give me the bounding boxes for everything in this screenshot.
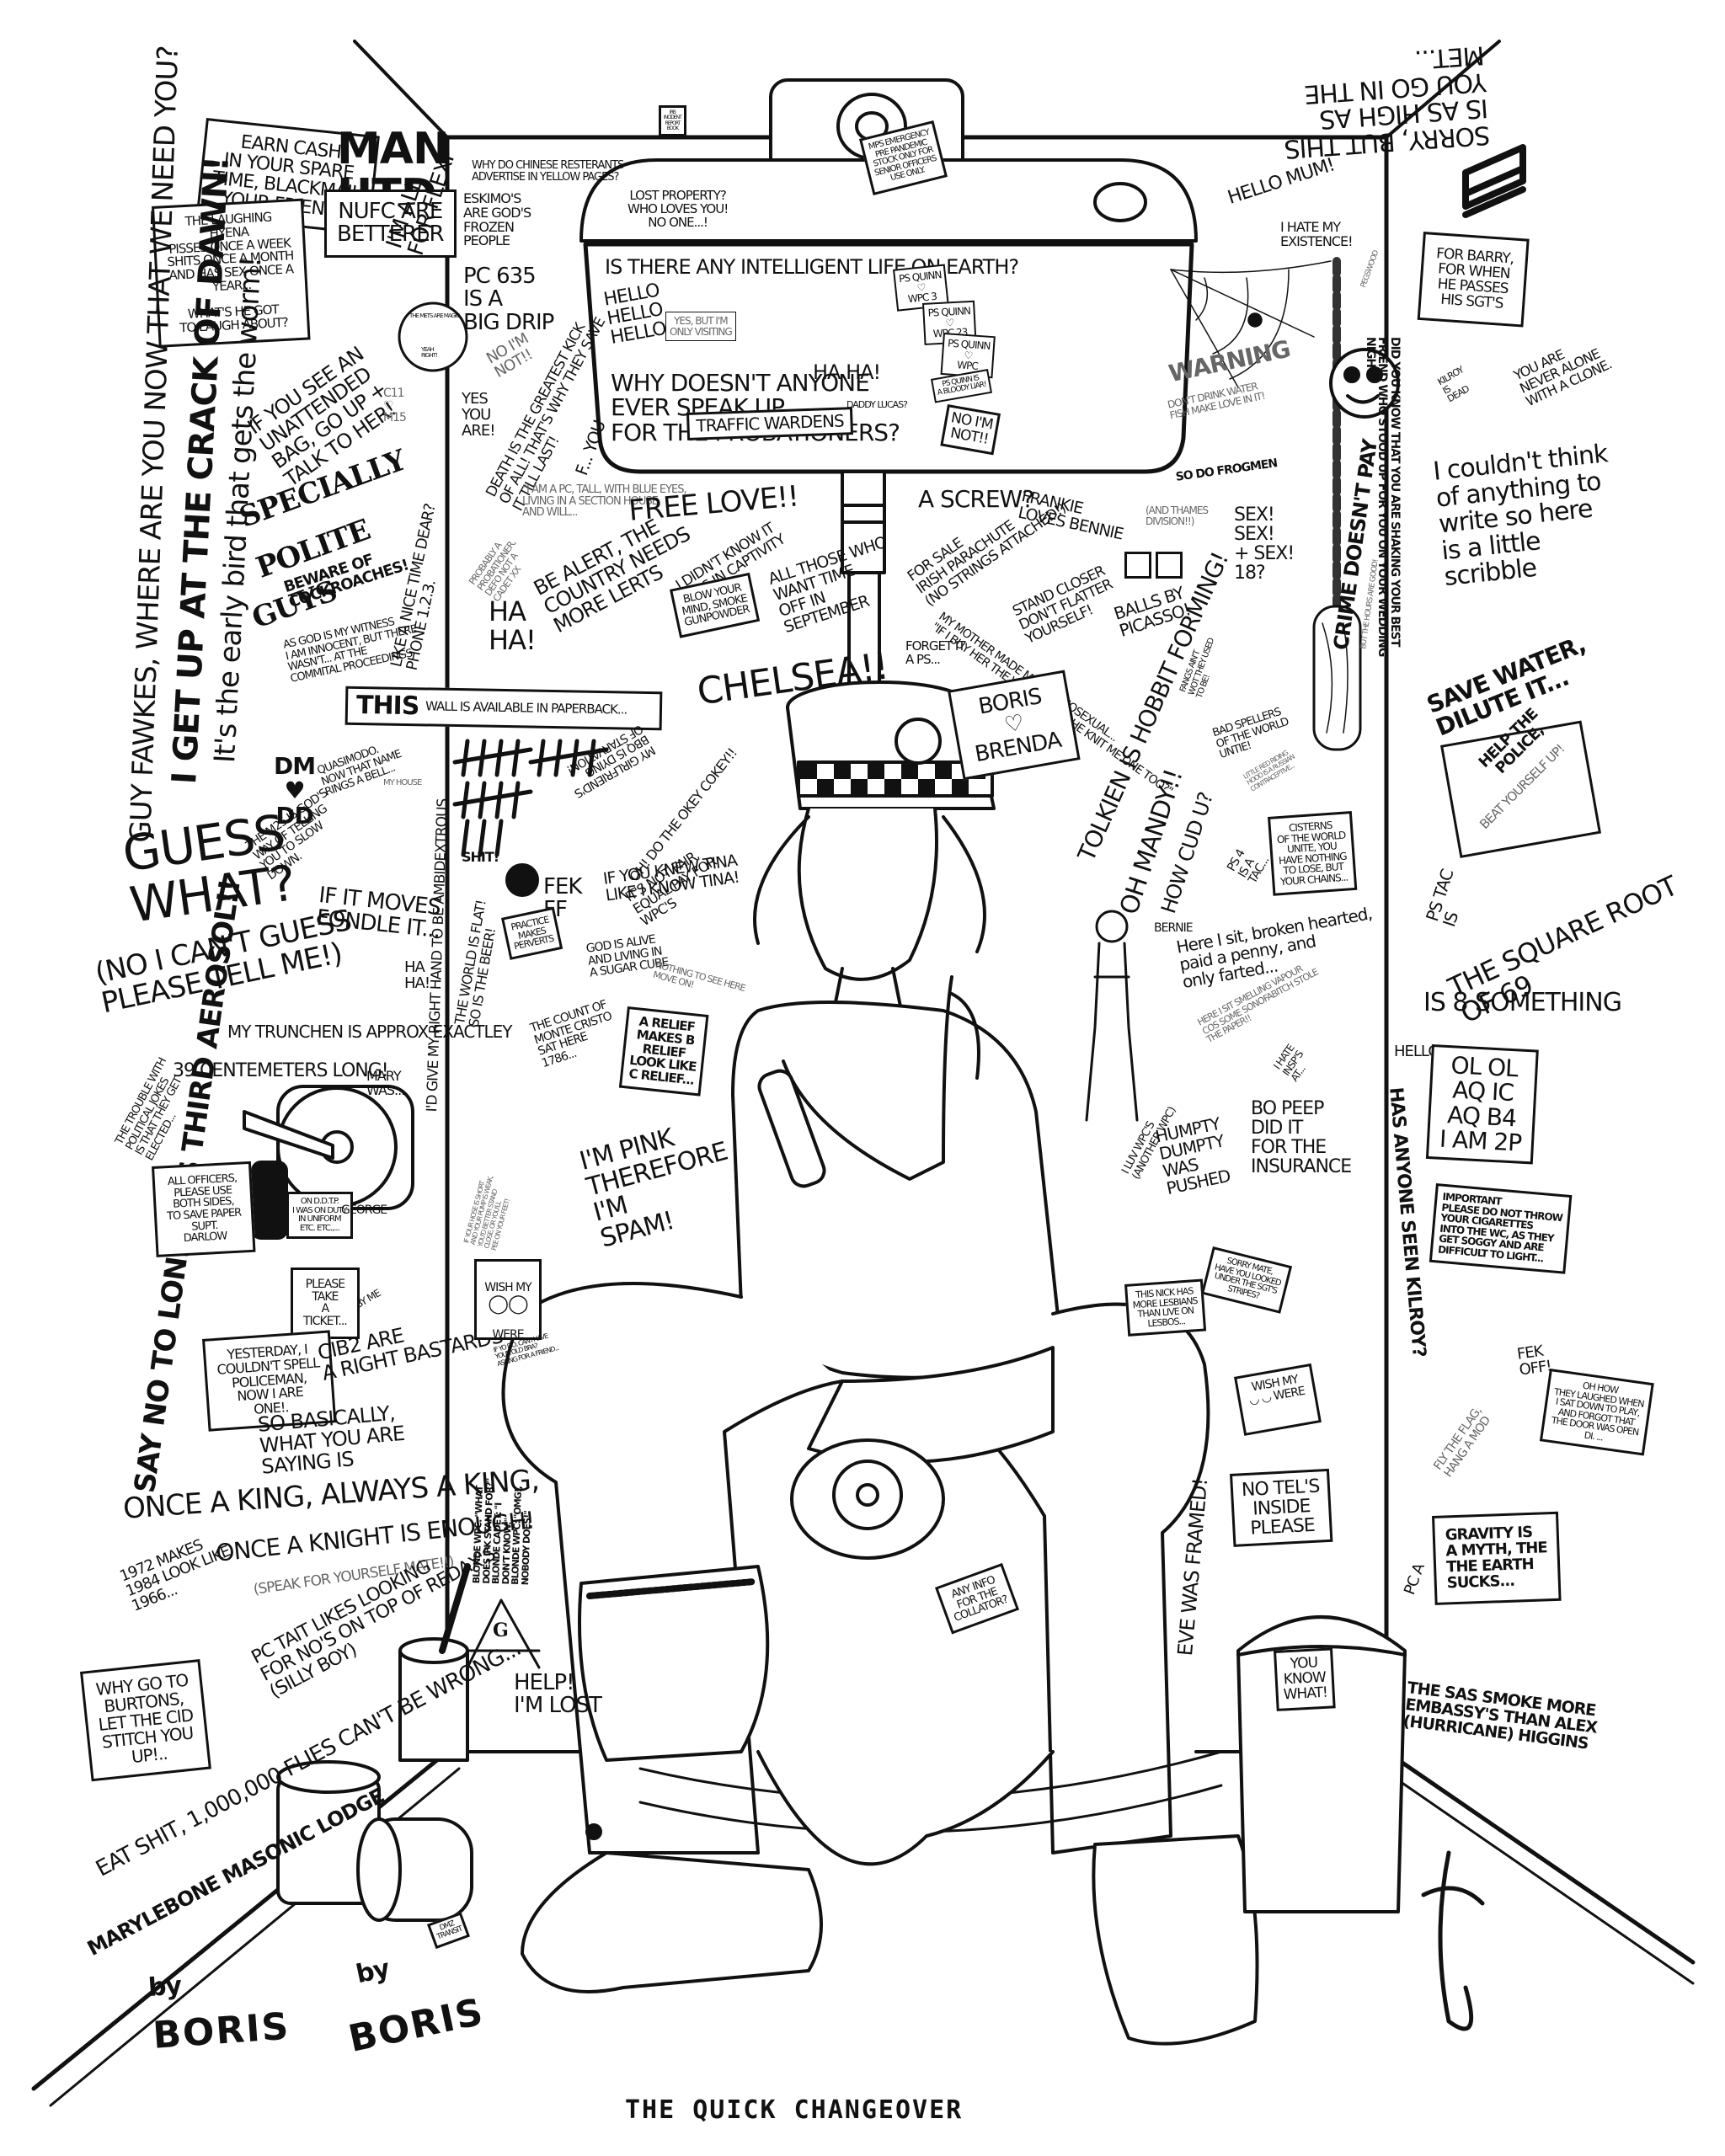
smiley-face [1329, 348, 1400, 419]
graffiti-my-house: MY HOUSE [383, 778, 422, 787]
note-you-know-what: YOU KNOW WHAT! [1274, 1647, 1336, 1711]
graffiti-scribble: I couldn't think of anything to write so… [1431, 439, 1609, 593]
graffiti-ha-ha-left: HA HA! [404, 958, 430, 992]
eyes-icon: ◯◯ [488, 1293, 528, 1315]
graffiti-fek-off: FEK OFF! [1515, 1342, 1552, 1380]
were-label: WERE [492, 1328, 524, 1342]
banner-this: THIS [355, 690, 419, 722]
note-lesbos: THIS NICK HAS MORE LESBIANS THAN LIVE ON… [1124, 1278, 1206, 1337]
cistern-ha-ha: HA HA! [813, 360, 881, 384]
graffiti-pc635: PC 635 IS A BIG DRIP [463, 264, 554, 335]
spider-icon [585, 1823, 602, 1840]
cistern-intelligent-life: IS THERE ANY INTELLIGENT LIFE ON EARTH? [605, 255, 1019, 279]
cistern-traffic-wardens: TRAFFIC WARDENS [686, 407, 854, 440]
signature-by-2: by [353, 1953, 393, 1990]
graffiti-george: GEORGE [341, 1203, 387, 1217]
note-nufc: NUFC ARE BETTERER [324, 189, 457, 258]
note-help-police: HELP THE POLICE, BEAT YOURSELF UP! [1440, 705, 1602, 858]
graffiti-trunchen: MY TRUNCHEN IS APPROX EXACTLEY [227, 1022, 513, 1042]
graffiti-sex: SEX! SEX! + SEX! 18? [1234, 504, 1295, 584]
cistern-daddy-lucas: DADDY LUCAS? [846, 399, 908, 410]
graffiti-bo-peep: BO PEEP DID IT FOR THE INSURANCE [1251, 1098, 1352, 1178]
caption-title: THE QUICK CHANGEOVER [625, 2095, 964, 2125]
badge-mets-text: THE METS ARE MAGIC [409, 312, 460, 319]
note-important-cigarettes: IMPORTANT PLEASE DO NOT THROW YOUR CIGAR… [1429, 1183, 1573, 1274]
graffiti-hello-right: HELLO [1394, 1043, 1439, 1060]
note-all-officers: ALL OFFICERS, PLEASE USE BOTH SIDES, TO … [152, 1161, 256, 1257]
tally-marks [452, 739, 609, 857]
masonic-g-letter: G [493, 1620, 509, 1641]
flush-chain [1312, 257, 1362, 751]
signature-by-1: by [147, 1971, 183, 2003]
graffiti-bernie: BERNIE [1154, 921, 1194, 935]
spider-web [1170, 260, 1332, 388]
note-relief: A RELIEF MAKES B RELIEF LOOK LIKE C RELI… [618, 1006, 709, 1097]
policewoman-figure [501, 680, 1259, 2046]
graffiti-yes-you-are: YES YOU ARE! [462, 390, 495, 440]
signature-boris-1: BORIS [151, 2004, 291, 2057]
graffiti-shit: SHIT! [462, 849, 499, 865]
graffiti-centemeters: 39 CENTEMETERS LONG! [173, 1060, 389, 1081]
graffiti-c11-m15: C11 ♡ M15 [383, 387, 407, 425]
graffiti-mary: MARY WAS... [366, 1068, 405, 1098]
note-ol-ol: OL OL AQ IC AQ B4 I AM 2P [1425, 1044, 1539, 1165]
ink-splat [505, 863, 539, 897]
note-no-tels: NO TEL'S INSIDE PLEASE [1230, 1468, 1333, 1548]
note-take-a-ticket: PLEASE TAKE A TICKET... [291, 1267, 360, 1339]
cistern-hello: HELLO HELLO HELLO [601, 280, 668, 350]
wish-my-label: WISH MY [484, 1280, 531, 1294]
bobby-policeman-sketch [1085, 910, 1139, 1122]
graffiti-wedding-night: DID YOU KNOW THAT YOU ARE SHAKING YOUR B… [1363, 337, 1402, 657]
graffiti-met-top: SORRY, BUT THIS IS AS HIGH AS YOU GO IN … [1284, 40, 1492, 164]
square-ball-right [1156, 552, 1183, 579]
graffiti-blonde-wpc: BLONDE WPC: "WHAT DOES IPK STAND FOR?" B… [471, 1478, 533, 1586]
floor-toilet-rolls [276, 1760, 473, 1922]
graffiti-ha-ha-mid: HA HA! [489, 595, 537, 656]
cistern-only-visiting: YES, BUT I'M ONLY VISITING [665, 312, 736, 342]
note-cisterns-unite: CISTERNS OF THE WORLD UNITE, YOU HAVE NO… [1268, 811, 1357, 896]
graffiti-help-lost: HELP! I'M LOST [514, 1670, 602, 1719]
graffiti-a-screw: A SCREW? [918, 485, 1034, 513]
note-wish-my-1: WISH MY ◯◯ WERE [474, 1259, 542, 1342]
graffiti-dm-dd: DM ♥ DD [274, 752, 316, 830]
graffiti-8-something: IS 8 SOMETHING [1423, 988, 1622, 1017]
graffiti-chinese-restaurants: WHY DO CHINESE RESTERANTS ADVERTISE IN Y… [472, 159, 624, 184]
banner-paperback: THIS WALL IS AVAILABLE IN PAPERBACK... [344, 686, 663, 731]
banner-text: WALL IS AVAILABLE IN PAPERBACK... [425, 698, 628, 718]
badge-yeah-right: YEAH RIGHT! [421, 346, 438, 360]
graffiti-thames-division: (AND THAMES DIVISION!!) [1146, 504, 1209, 527]
graffiti-eskimos: ESKIMO'S ARE GOD'S FROZEN PEOPLE [463, 190, 531, 249]
graffiti-lost-property: LOST PROPERTY? WHO LOVES YOU! NO ONE...! [628, 188, 729, 230]
graffiti-so-basically: SO BASICALLY, WHAT YOU ARE SAYING IS [256, 1401, 406, 1480]
masonic-symbol-icon [462, 1598, 541, 1669]
note-burtons: WHY GO TO BURTONS, LET THE CID STITCH YO… [80, 1659, 211, 1782]
note-irb-book: IRB INCIDENT REPORT BOOK [659, 105, 686, 137]
toilet-roll-holder [243, 1085, 414, 1240]
note-oh-how-they-laughed: OH HOW THEY LAUGHED WHEN I SAT DOWN TO P… [1539, 1369, 1654, 1456]
graffiti-forget-it: FORGET IT A PS... [905, 638, 965, 667]
mets-badge [398, 302, 468, 372]
note-ddtp: ON D.D.T.P. I WAS ON DUTY IN UNIFORM ETC… [286, 1192, 353, 1239]
square-ball-left [1124, 552, 1151, 579]
graffiti-i-am-a-pc: "I AM A PC, TALL, WITH BLUE EYES, LIVING… [522, 483, 687, 520]
note-for-barry: FOR BARRY, FOR WHEN HE PASSES HIS SGT'S [1417, 232, 1530, 328]
graffiti-hate-existence: I HATE MY EXISTENCE! [1280, 219, 1353, 249]
note-gravity: GRAVITY IS A MYTH, THE THE EARTH SUCKS..… [1432, 1511, 1562, 1605]
sergeant-chevrons-icon [1462, 144, 1526, 218]
artist-signature-mark [1421, 1850, 1485, 2031]
paint-pot [398, 1563, 471, 1762]
